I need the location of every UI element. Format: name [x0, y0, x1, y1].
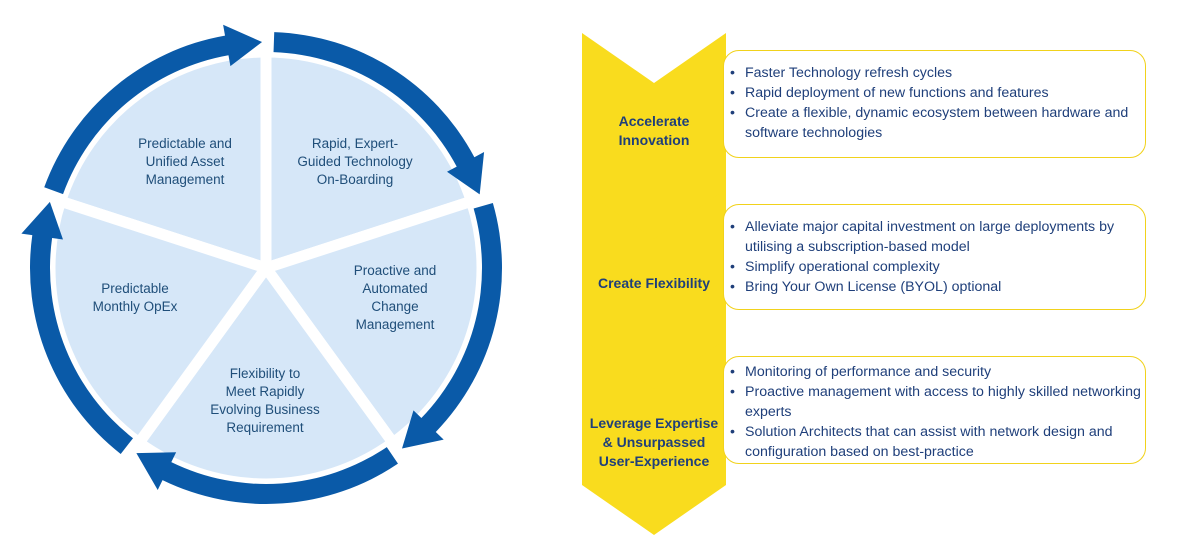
- chevron-expertise: [582, 339, 726, 535]
- bullet-item: Bring Your Own License (BYOL) optional: [724, 277, 1145, 297]
- cycle-arrow-5: [21, 201, 134, 454]
- cycle-arrow-3: [402, 202, 502, 449]
- bullet-item: Proactive management with access to high…: [724, 382, 1145, 422]
- bullet-item: Solution Architects that can assist with…: [724, 422, 1145, 462]
- cycle-arrow-2: [273, 32, 485, 195]
- bullet-item: Monitoring of performance and security: [724, 362, 1145, 382]
- bullet-item: Create a flexible, dynamic ecosystem bet…: [724, 103, 1145, 143]
- segment-label-asset-management: Predictable and Unified Asset Management: [138, 136, 232, 187]
- chevron-flexibility: [582, 189, 726, 392]
- bullet-item: Alleviate major capital investment on la…: [724, 217, 1145, 257]
- benefit-box-expertise: Monitoring of performance and security P…: [723, 356, 1146, 464]
- bullet-item: Simplify operational complexity: [724, 257, 1145, 277]
- chevron-title-flexibility: Create Flexibility: [597, 275, 711, 291]
- segment-label-monthly-opex: Predictable Monthly OpEx: [92, 281, 178, 314]
- cycle-arrow-4: [136, 447, 398, 505]
- bullet-item: Faster Technology refresh cycles: [724, 63, 1145, 83]
- chevron-accelerate: [582, 33, 726, 242]
- segment-label-business-flexibility: Flexibility to Meet Rapidly Evolving Bus…: [210, 366, 320, 435]
- benefit-box-accelerate: Faster Technology refresh cycles Rapid d…: [723, 50, 1146, 158]
- cycle-arrow-1: [44, 24, 263, 195]
- segment-label-change-management: Proactive and Automated Change Managemen…: [353, 263, 437, 332]
- chevron-title-expertise: Leverage Expertise & Unsurpassed User-Ex…: [589, 415, 719, 469]
- segment-label-technology-onboarding: Rapid, Expert- Guided Technology On-Boar…: [297, 136, 413, 187]
- benefit-box-flexibility: Alleviate major capital investment on la…: [723, 204, 1146, 310]
- chevron-title-accelerate: Accelerate Innovation: [618, 113, 690, 148]
- bullet-item: Rapid deployment of new functions and fe…: [724, 83, 1145, 103]
- cycle-diagram: [21, 24, 502, 505]
